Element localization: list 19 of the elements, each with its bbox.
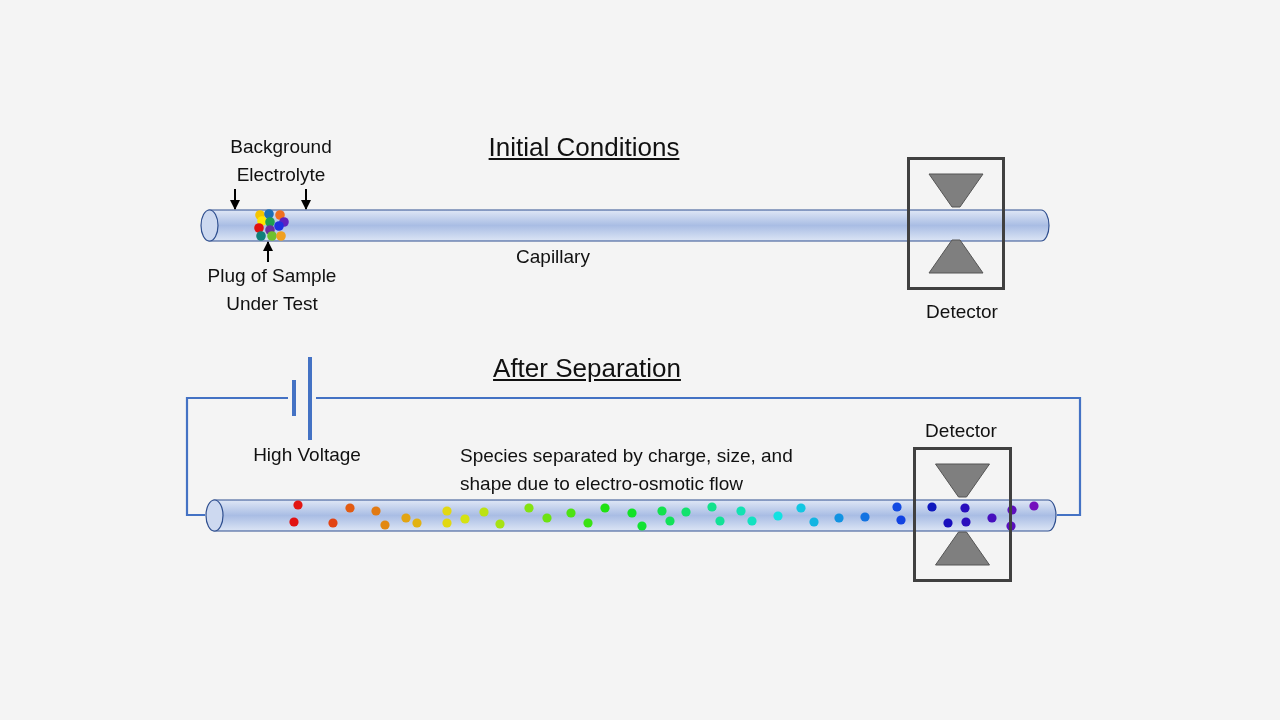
detector-label: Detector: [925, 300, 999, 324]
leader-arrow: [263, 241, 273, 263]
sample-plug-label: Plug of Sample Under Test: [190, 262, 354, 318]
section-heading: Initial Conditions: [488, 131, 680, 163]
capillary-label: Capillary: [515, 245, 591, 269]
leader-arrow: [301, 188, 311, 210]
detector-box: [907, 157, 1005, 290]
section-heading: After Separation: [493, 352, 681, 384]
voltage-label: High Voltage: [252, 443, 362, 467]
detector-label: Detector: [924, 419, 998, 443]
capillary-tube: [205, 499, 1057, 532]
circuit-wire: [316, 396, 1082, 517]
sample-plug-dots-drawing: [252, 209, 290, 242]
leader-arrow: [230, 188, 240, 210]
capillary-tube: [200, 209, 1050, 242]
electrolyte-label: Background Electrolyte: [216, 133, 346, 189]
detector-box: [913, 447, 1012, 582]
description-text: Species separated by charge, size, and shape due to electro-osmotic flow: [460, 444, 794, 496]
circuit-wire: [185, 396, 288, 517]
